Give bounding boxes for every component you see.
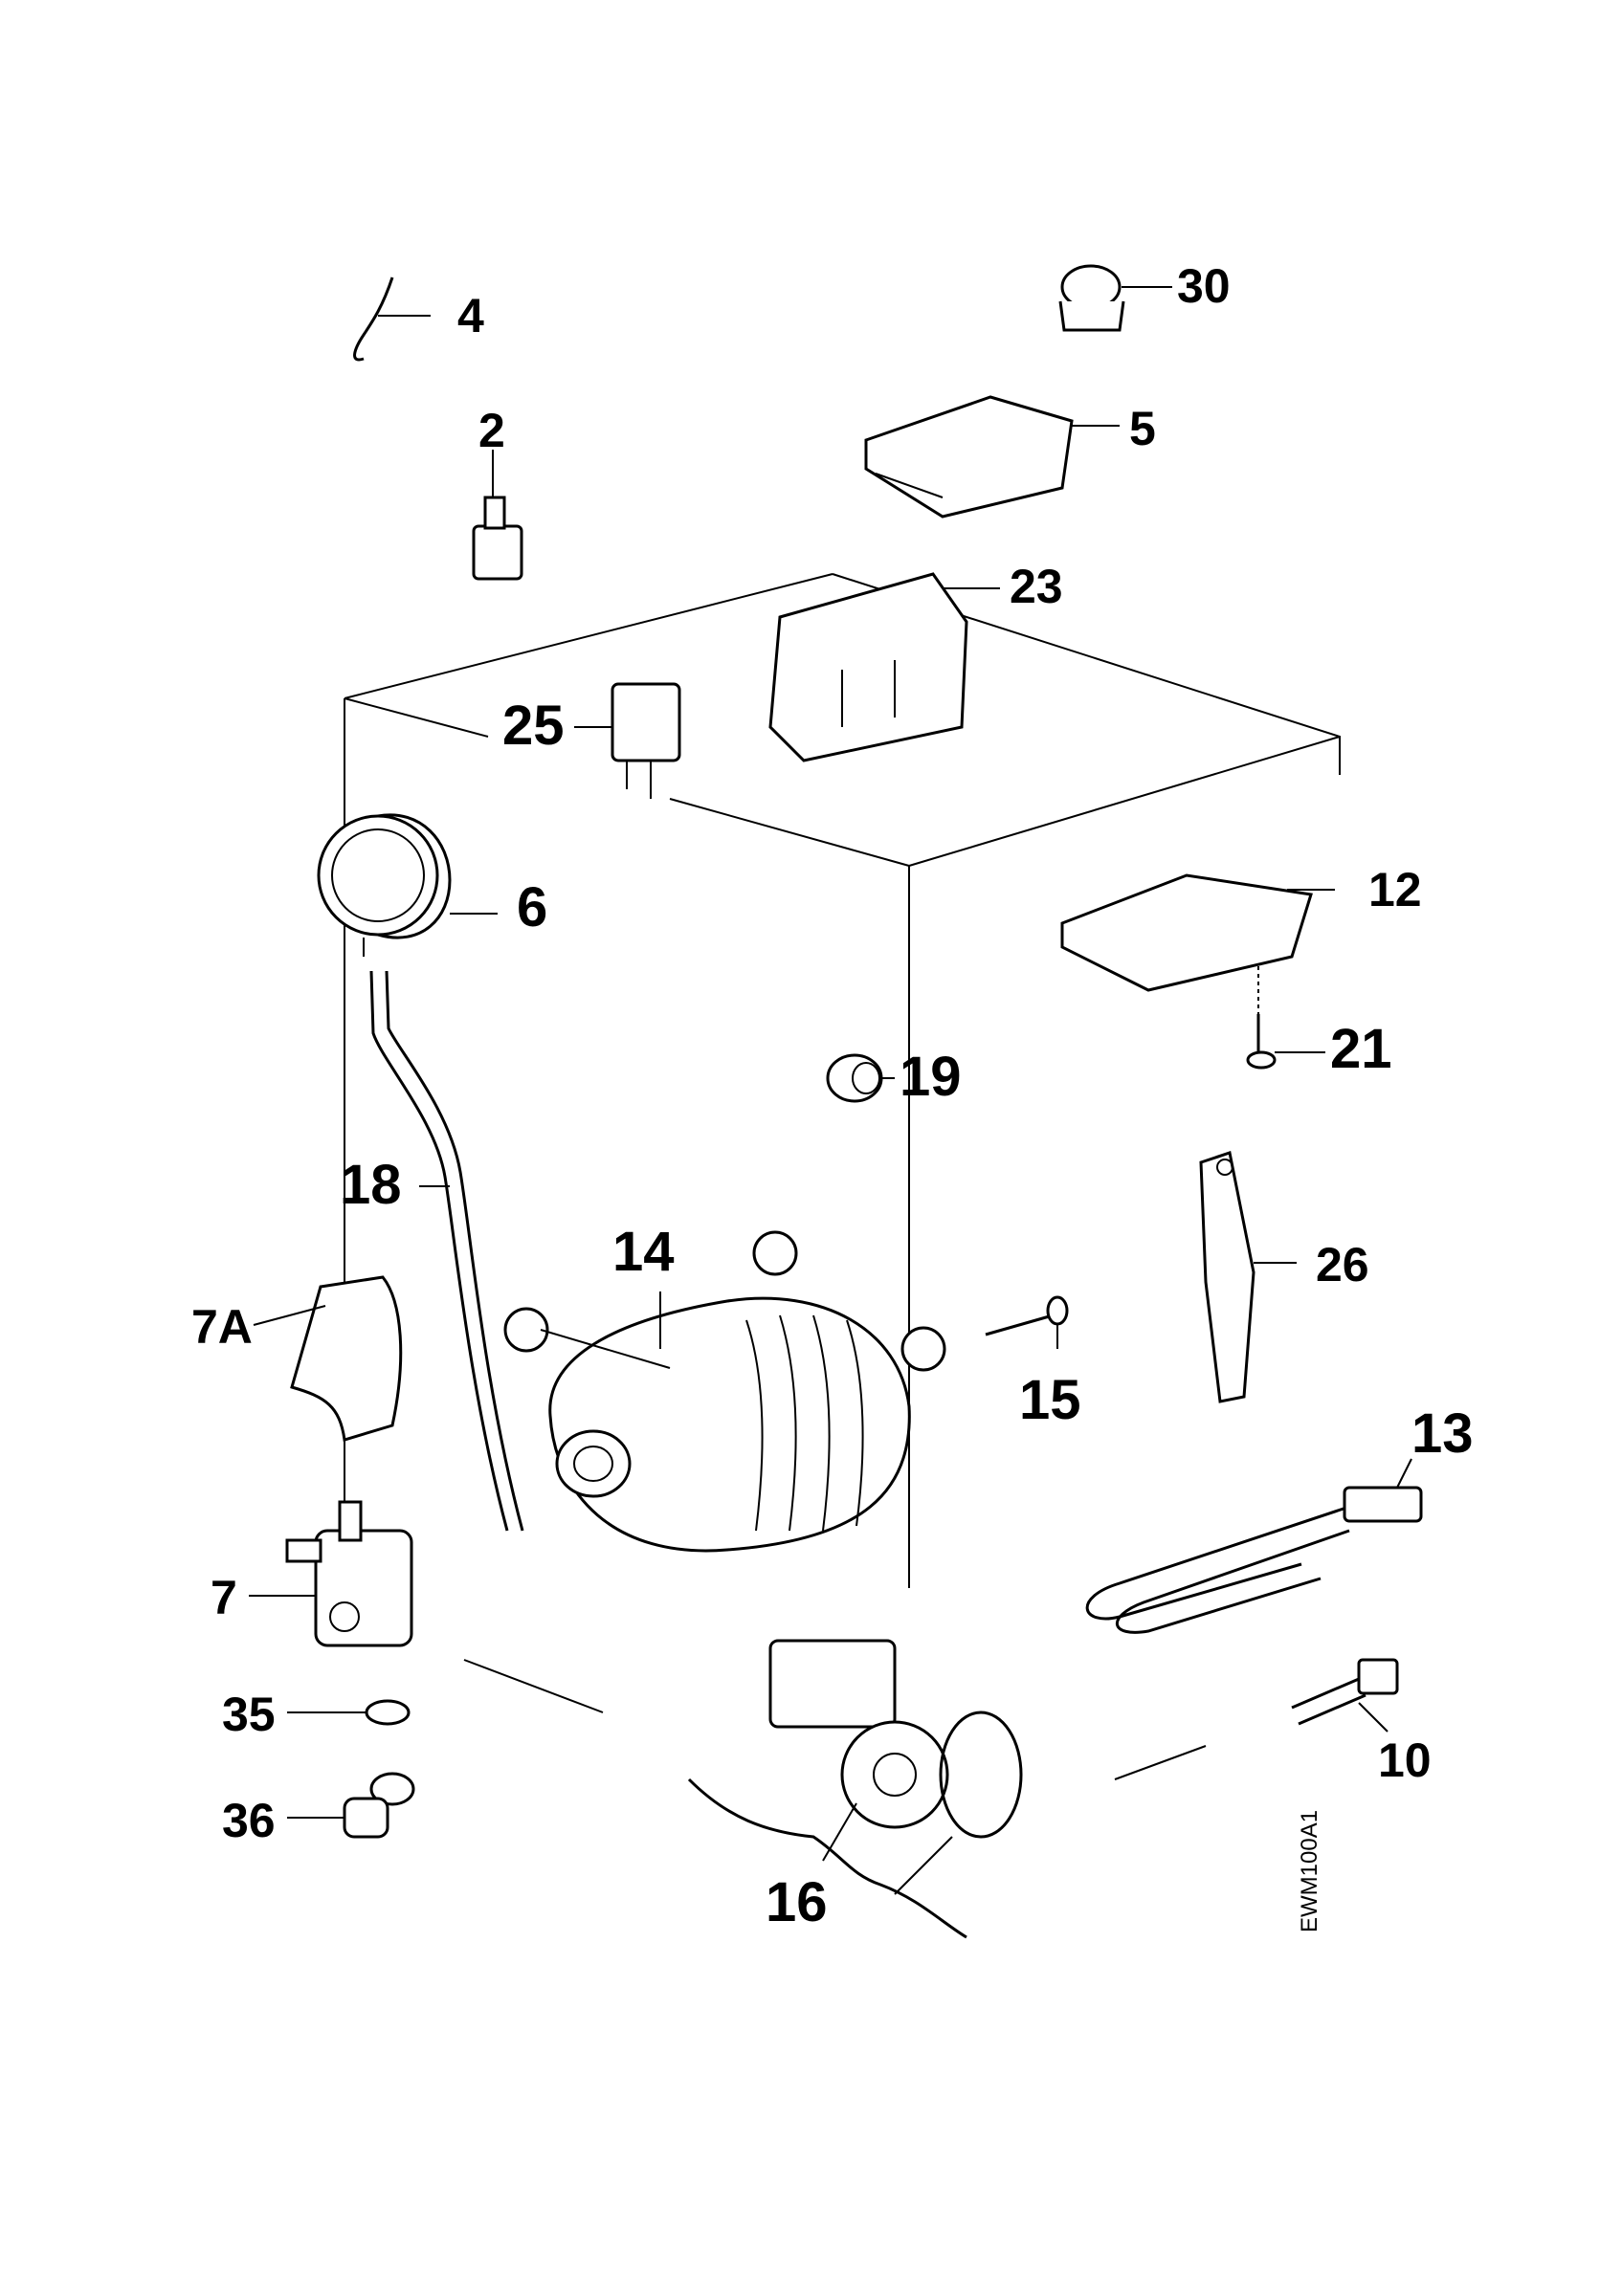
part-2-switch <box>472 450 523 581</box>
callout-13: 13 <box>1411 1402 1474 1465</box>
callout-12: 12 <box>1368 863 1422 916</box>
part-7A-cover <box>253 1275 403 1442</box>
part-4-wire <box>353 276 431 362</box>
callout-4: 4 <box>457 289 484 342</box>
callout-6: 6 <box>517 876 548 938</box>
callout-19: 19 <box>900 1046 962 1108</box>
callout-5: 5 <box>1129 402 1156 455</box>
part-18-hose <box>369 970 524 1532</box>
part-36-filter <box>287 1772 415 1839</box>
callout-15: 15 <box>1019 1369 1081 1431</box>
part-15-bolt <box>985 1295 1069 1349</box>
part-13-heater <box>1085 1458 1423 1634</box>
cabinet-outline <box>344 573 1341 1780</box>
part-25-relay <box>574 682 681 799</box>
part-30-connector <box>1058 264 1172 332</box>
callout-26: 26 <box>1316 1238 1369 1292</box>
part-6-dial <box>317 813 498 957</box>
callout-14: 14 <box>612 1221 675 1283</box>
part-26-bracket <box>1199 1151 1297 1403</box>
callout-23: 23 <box>1010 560 1063 613</box>
callout-30: 30 <box>1177 259 1231 313</box>
part-23-module <box>768 572 1000 762</box>
part-12-lock <box>1060 873 1335 1014</box>
part-19-grommet <box>826 1053 895 1103</box>
callout-7: 7 <box>211 1571 237 1624</box>
callout-16: 16 <box>766 1871 828 1933</box>
part-7-valve <box>249 1500 413 1647</box>
part-5-board <box>864 395 1120 519</box>
callout-36: 36 <box>222 1794 276 1847</box>
callout-25: 25 <box>502 695 565 757</box>
callout-2: 2 <box>478 404 505 457</box>
part-35-washer <box>287 1699 411 1726</box>
part-10-sensor <box>1291 1658 1399 1733</box>
callout-18: 18 <box>340 1154 402 1216</box>
callout-35: 35 <box>222 1688 276 1741</box>
part-21-screw <box>1246 1014 1325 1070</box>
part-14-motor <box>503 1230 946 1553</box>
callout-7A: 7A <box>191 1300 253 1354</box>
drawing-code: EWM100A1 <box>1297 1809 1322 1932</box>
part-16-pump <box>687 1639 1023 1939</box>
callout-21: 21 <box>1330 1018 1392 1080</box>
callout-10: 10 <box>1378 1733 1432 1787</box>
